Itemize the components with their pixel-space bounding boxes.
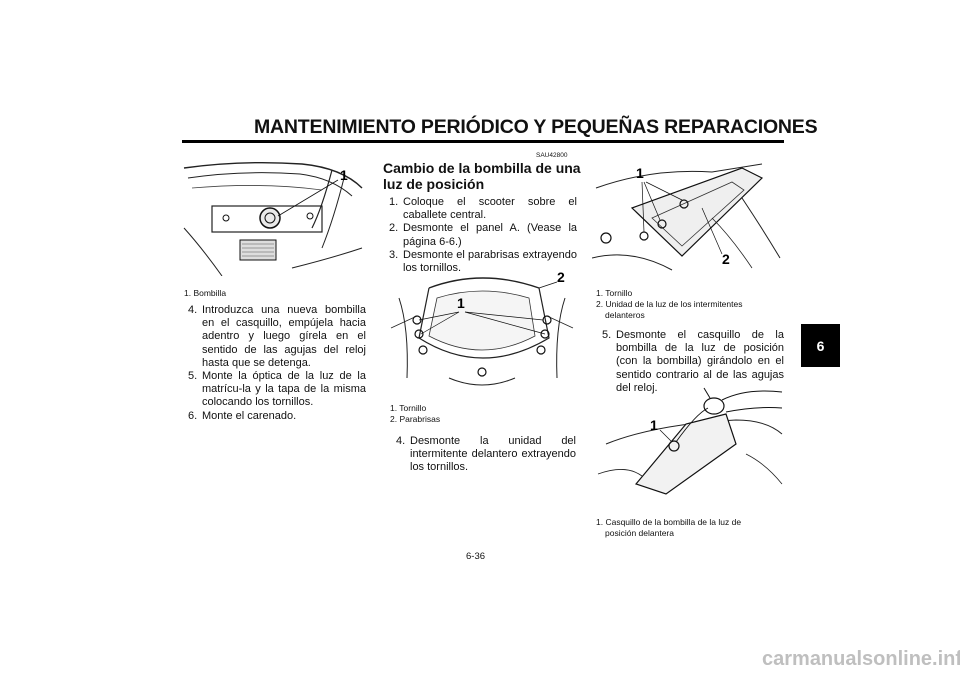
figure-windshield-illustration: 1 2	[389, 268, 575, 392]
figure-bulb-illustration: 1	[182, 158, 364, 276]
figure4-callout: 1	[650, 417, 658, 433]
figure1-caption: 1. Bombilla	[184, 288, 227, 298]
list-item: 5.Desmonte el casquillo de la bombilla d…	[602, 329, 784, 394]
section-code: SAU42800	[536, 152, 568, 159]
figure2-caption: 1. Tornillo 2. Parabrisas	[390, 403, 441, 424]
section-title: Cambio de la bombilla de una luz de posi…	[383, 160, 581, 192]
figure2-callout-2: 2	[557, 269, 565, 285]
figure3-callout-2: 2	[722, 251, 730, 267]
footer-watermark: carmanualsonline.info	[762, 648, 960, 670]
list-item: 1.Coloque el scooter sobre el caballete …	[389, 196, 577, 222]
chapter-tab: 6	[801, 324, 840, 367]
list-item: 6.Monte el carenado.	[188, 409, 297, 422]
list-item: 3.Desmonte el parabrisas extrayendo los …	[389, 248, 577, 275]
list-item: 5.Monte la óptica de la luz de la matríc…	[188, 370, 366, 409]
list-item: 4.Introduzca una nueva bombilla en el ca…	[188, 304, 366, 369]
middle-steps-list: 4.Desmonte la unidad del intermitente de…	[396, 435, 576, 475]
figure-turn-signal-illustration: 1 2	[592, 158, 782, 276]
list-item: 4.Desmonte la unidad del intermitente de…	[396, 435, 576, 474]
figure2-callout-1: 1	[457, 295, 465, 311]
section-steps-list: 1.Coloque el scooter sobre el caballete …	[389, 196, 577, 275]
figure4-caption: 1. Casquillo de la bombilla de la luz de…	[596, 517, 742, 538]
header-rule	[182, 140, 784, 143]
figure3-caption: 1. Tornillo 2. Unidad de la luz de los i…	[596, 288, 743, 320]
figure1-callout: 1	[340, 167, 348, 183]
left-steps-list: 4.Introduzca una nueva bombilla en el ca…	[188, 304, 366, 423]
figure-bulb-socket-illustration: 1	[596, 384, 784, 500]
page-number: 6-36	[466, 551, 486, 562]
page-header-title: MANTENIMIENTO PERIÓDICO Y PEQUEÑAS REPAR…	[254, 116, 818, 138]
figure3-callout-1: 1	[636, 165, 644, 181]
right-steps-list: 5.Desmonte el casquillo de la bombilla d…	[602, 329, 784, 395]
list-item: 2.Desmonte el panel A. (Vease la página …	[389, 222, 577, 248]
